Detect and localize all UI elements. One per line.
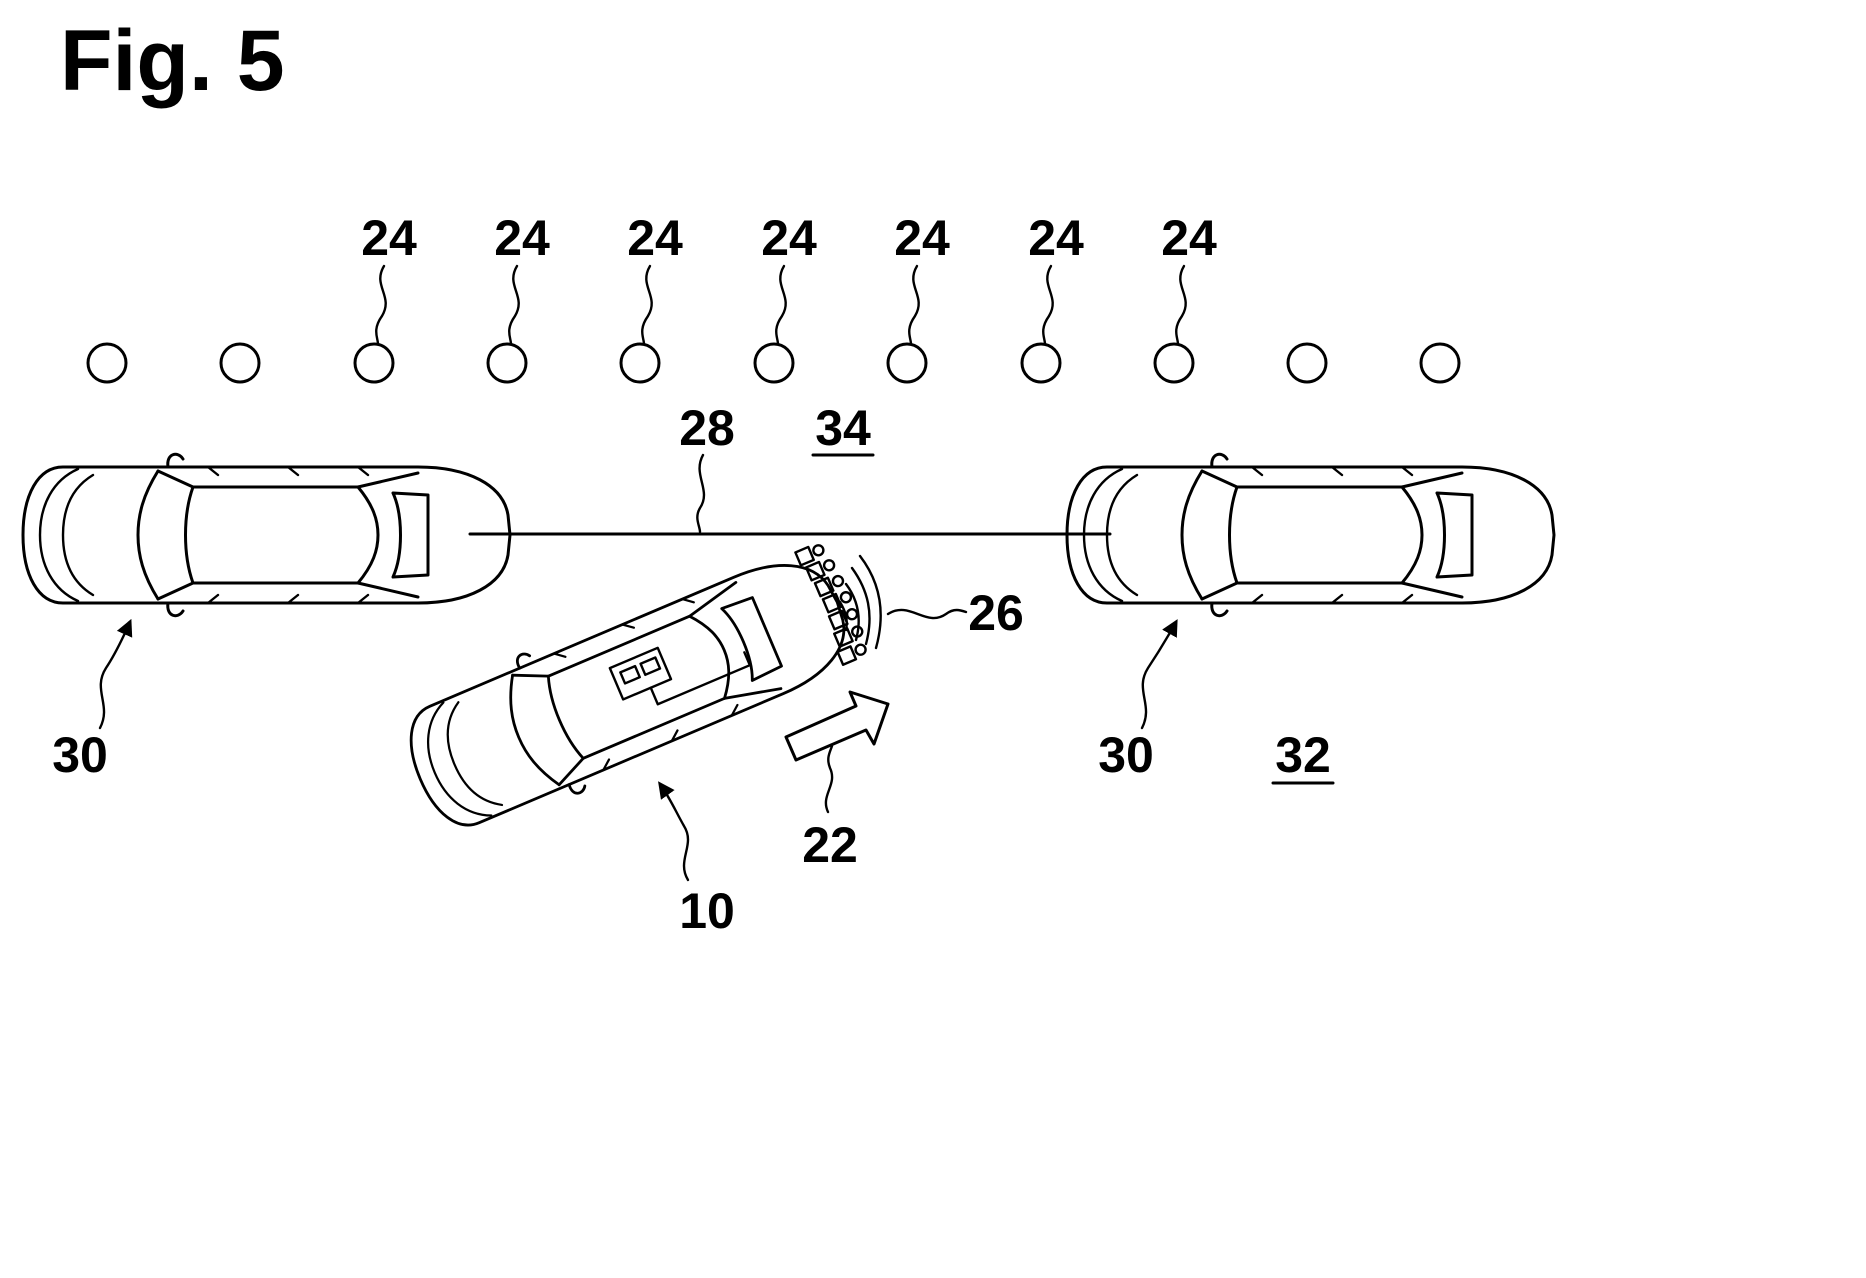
leader-line xyxy=(1175,264,1187,346)
signal-label: 26 xyxy=(968,585,1024,641)
marker-row xyxy=(86,342,1461,384)
signal-leader xyxy=(886,608,968,620)
marker-circle xyxy=(86,342,128,384)
marker-circle xyxy=(219,342,261,384)
front-sensor-array xyxy=(794,544,867,666)
leader-line xyxy=(375,264,387,346)
region-label-bottom: 32 xyxy=(1275,727,1331,783)
marker-circle xyxy=(886,342,928,384)
marker-labels: 24 24 24 24 24 24 24 xyxy=(361,210,1217,346)
vehicle-module xyxy=(608,646,673,701)
marker-circle xyxy=(486,342,528,384)
parked-car-left-label: 30 xyxy=(52,727,108,783)
parked-car-right xyxy=(1065,452,1556,618)
vehicle-module-box xyxy=(639,656,662,677)
parked-car-right-label: 30 xyxy=(1098,727,1154,783)
marker-circle xyxy=(1020,342,1062,384)
direction-arrow-leader xyxy=(824,744,834,814)
marker-circle xyxy=(753,342,795,384)
signal-waves xyxy=(838,554,882,650)
marker-label: 24 xyxy=(894,210,950,266)
marker-label: 24 xyxy=(1028,210,1084,266)
marker-label: 24 xyxy=(361,210,417,266)
vehicle xyxy=(389,531,868,850)
direction-arrow-label: 22 xyxy=(802,817,858,873)
leader-line xyxy=(1042,264,1054,346)
region-label-top: 34 xyxy=(815,400,871,456)
leader-line xyxy=(641,264,653,346)
marker-label: 24 xyxy=(761,210,817,266)
leader-line xyxy=(775,264,787,346)
leader-line xyxy=(908,264,920,346)
vehicle-leader xyxy=(658,781,690,882)
marker-circle xyxy=(619,342,661,384)
gap-line-leader xyxy=(696,453,706,534)
figure-title: Fig. 5 xyxy=(60,13,285,109)
vehicle-body xyxy=(389,531,868,850)
direction-arrow xyxy=(784,690,890,762)
parked-car-left xyxy=(21,452,512,618)
leader-line xyxy=(508,264,520,346)
marker-label: 24 xyxy=(1161,210,1217,266)
marker-label: 24 xyxy=(494,210,550,266)
marker-circle xyxy=(353,342,395,384)
marker-label: 24 xyxy=(627,210,683,266)
marker-circle xyxy=(1153,342,1195,384)
marker-circle xyxy=(1286,342,1328,384)
parked-car-right-leader xyxy=(1140,619,1178,730)
marker-circle xyxy=(1419,342,1461,384)
parked-car-left-leader xyxy=(98,618,133,730)
gap-line-label: 28 xyxy=(679,400,735,456)
vehicle-module-box xyxy=(619,664,641,685)
vehicle-module-line xyxy=(649,651,752,706)
vehicle-label: 10 xyxy=(679,883,735,939)
